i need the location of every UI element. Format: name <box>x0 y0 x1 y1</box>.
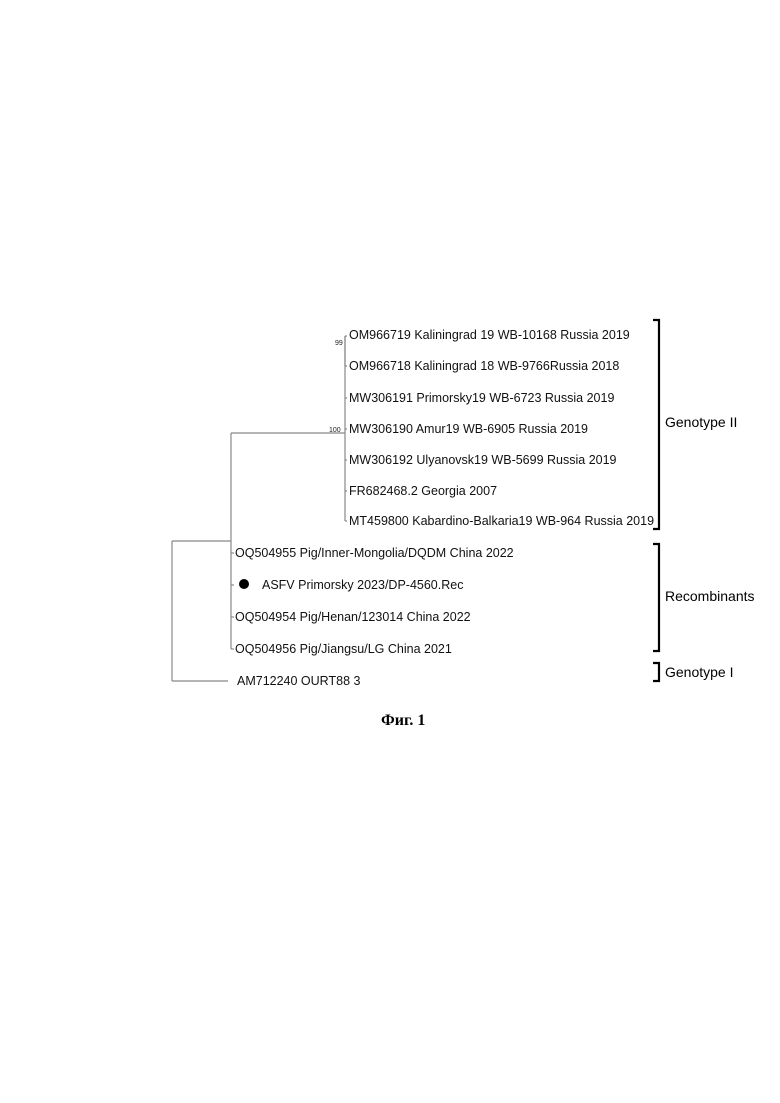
leaf-label: OM966719 Kaliningrad 19 WB-10168 Russia … <box>349 328 630 342</box>
outgroup-leaf-label: AM712240 OURT88 3 <box>237 674 360 688</box>
bootstrap-kaliningrad: 99 <box>335 340 343 347</box>
leaf-label: MW306191 Primorsky19 WB-6723 Russia 2019 <box>349 391 614 405</box>
leaf-label: OM966718 Kaliningrad 18 WB-9766Russia 20… <box>349 359 619 373</box>
figure-caption: Фиг. 1 <box>381 712 425 729</box>
genotype1-bracket <box>653 663 659 681</box>
bootstrap-genotype2: 100 <box>329 427 341 434</box>
leaf-label: OQ504956 Pig/Jiangsu/LG China 2021 <box>235 642 452 656</box>
tree-branches <box>172 336 347 681</box>
leaf-label: MW306192 Ulyanovsk19 WB-5699 Russia 2019 <box>349 453 617 467</box>
group-label-genotype2: Genotype II <box>665 414 737 430</box>
leaf-label: OQ504955 Pig/Inner-Mongolia/DQDM China 2… <box>235 546 514 560</box>
recombinant-leaves: OQ504955 Pig/Inner-Mongolia/DQDM China 2… <box>235 546 514 656</box>
group-brackets <box>653 320 659 681</box>
leaf-label: MT459800 Kabardino-Balkaria19 WB-964 Rus… <box>349 514 654 528</box>
group-label-genotype1: Genotype I <box>665 664 734 680</box>
recombinants-bracket <box>653 544 659 651</box>
genotype2-bracket <box>653 320 659 529</box>
leaf-label-highlighted: ASFV Primorsky 2023/DP-4560.Rec <box>262 578 463 592</box>
leaf-label: OQ504954 Pig/Henan/123014 China 2022 <box>235 610 471 624</box>
group-label-recombinants: Recombinants <box>665 588 755 604</box>
leaf-label: MW306190 Amur19 WB-6905 Russia 2019 <box>349 422 588 436</box>
highlight-dot-marker <box>239 579 249 589</box>
leaf-label: FR682468.2 Georgia 2007 <box>349 484 497 498</box>
genotype2-leaves: OM966719 Kaliningrad 19 WB-10168 Russia … <box>349 328 654 528</box>
